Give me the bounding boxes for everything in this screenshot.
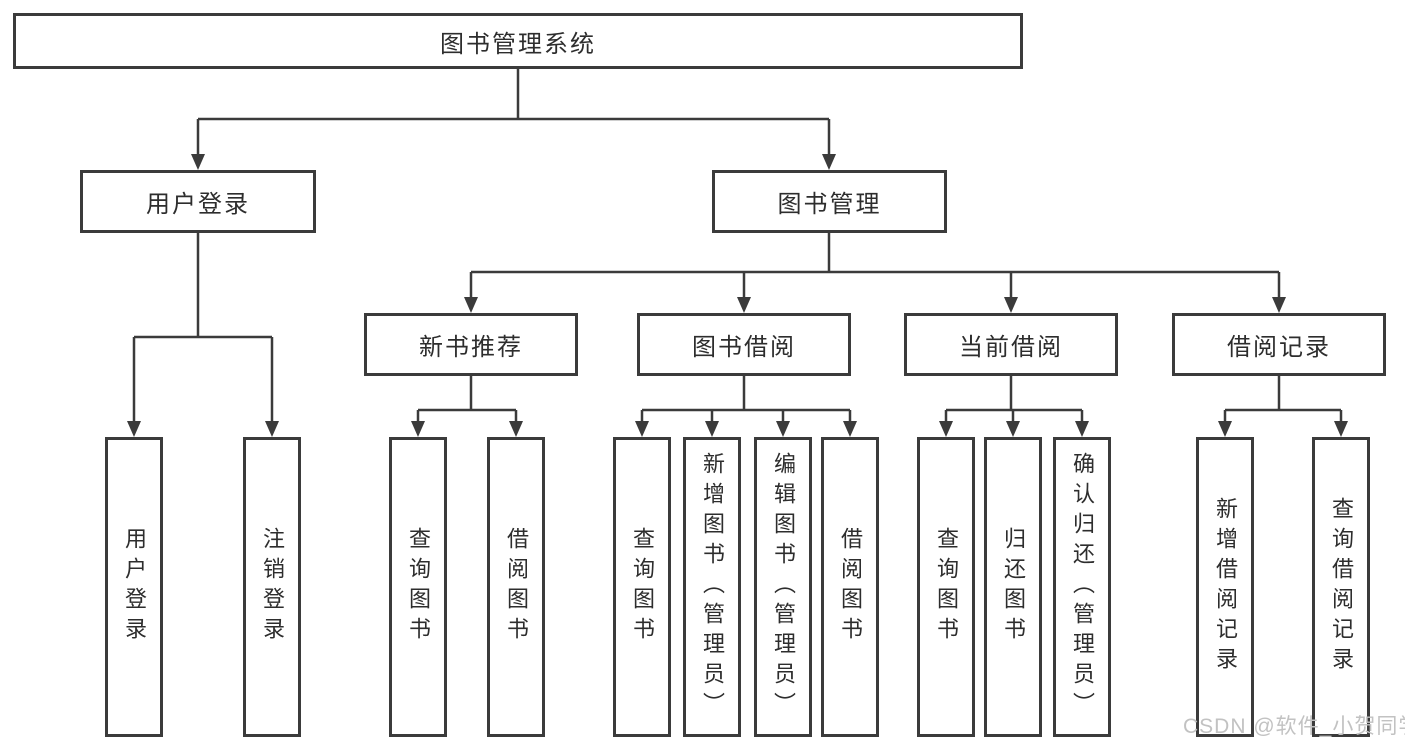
leaf-confirm-return-admin: 确认归还（管理员） xyxy=(1053,437,1111,737)
leaf-add-book-admin: 新增图书（管理员） xyxy=(683,437,741,737)
arrow-down-icon xyxy=(939,421,953,437)
node-root-system: 图书管理系统 xyxy=(13,13,1023,69)
leaf-query-books-borrow: 查询图书 xyxy=(613,437,671,737)
arrow-down-icon xyxy=(635,421,649,437)
arrow-down-icon xyxy=(127,421,141,437)
arrow-down-icon xyxy=(464,297,478,313)
arrow-down-icon xyxy=(411,421,425,437)
arrow-down-icon xyxy=(1006,421,1020,437)
node-label: 图书借阅 xyxy=(692,334,796,361)
arrow-down-icon xyxy=(737,297,751,313)
connector-newbook-to-leaves xyxy=(416,376,518,421)
leaf-label: 查询借阅记录 xyxy=(1329,497,1354,677)
arrow-down-icon xyxy=(191,154,205,170)
arrow-down-icon xyxy=(1075,421,1089,437)
node-label: 新书推荐 xyxy=(419,334,523,361)
leaf-label: 新增图书（管理员） xyxy=(700,452,725,722)
arrow-down-icon xyxy=(843,421,857,437)
node-label: 用户登录 xyxy=(146,191,250,218)
connector-bookborrow-to-leaves xyxy=(640,376,852,421)
node-book-management: 图书管理 xyxy=(712,170,947,233)
connector-bookmgmt-to-groups xyxy=(469,233,1281,297)
arrow-down-icon xyxy=(1004,297,1018,313)
node-label: 借阅记录 xyxy=(1227,334,1331,361)
node-current-borrow: 当前借阅 xyxy=(904,313,1118,376)
leaf-label: 查询图书 xyxy=(406,527,431,647)
node-book-borrow: 图书借阅 xyxy=(637,313,851,376)
connector-root-to-level2 xyxy=(196,69,831,154)
arrow-down-icon xyxy=(509,421,523,437)
arrow-down-icon xyxy=(1272,297,1286,313)
arrowhead-icons xyxy=(127,154,1348,437)
arrow-down-icon xyxy=(705,421,719,437)
node-borrow-records: 借阅记录 xyxy=(1172,313,1386,376)
leaf-query-books-current: 查询图书 xyxy=(917,437,975,737)
node-label: 图书管理 xyxy=(777,191,882,218)
leaf-label: 用户登录 xyxy=(122,527,147,647)
leaf-add-borrow-record: 新增借阅记录 xyxy=(1196,437,1254,737)
leaf-label: 借阅图书 xyxy=(504,527,529,647)
leaf-label: 确认归还（管理员） xyxy=(1070,452,1095,722)
leaf-user-login: 用户登录 xyxy=(105,437,163,737)
arrow-down-icon xyxy=(822,154,836,170)
arrow-down-icon xyxy=(776,421,790,437)
connector-records-to-leaves xyxy=(1223,376,1343,421)
leaf-label: 编辑图书（管理员） xyxy=(771,452,796,722)
leaf-return-book: 归还图书 xyxy=(984,437,1042,737)
leaf-logout: 注销登录 xyxy=(243,437,301,737)
arrow-down-icon xyxy=(265,421,279,437)
arrow-down-icon xyxy=(1218,421,1232,437)
leaf-label: 借阅图书 xyxy=(838,527,863,647)
connector-userlogin-to-leaves xyxy=(132,233,274,421)
leaf-label: 查询图书 xyxy=(934,527,959,647)
arrow-down-icon xyxy=(1334,421,1348,437)
node-user-login: 用户登录 xyxy=(80,170,316,233)
leaf-borrow-books-recommend: 借阅图书 xyxy=(487,437,545,737)
leaf-label: 注销登录 xyxy=(260,527,285,647)
node-label: 当前借阅 xyxy=(959,334,1063,361)
leaf-edit-book-admin: 编辑图书（管理员） xyxy=(754,437,812,737)
leaf-label: 查询图书 xyxy=(630,527,655,647)
node-new-book-recommend: 新书推荐 xyxy=(364,313,578,376)
node-label: 图书管理系统 xyxy=(440,30,596,58)
leaf-query-books-recommend: 查询图书 xyxy=(389,437,447,737)
leaf-borrow-books: 借阅图书 xyxy=(821,437,879,737)
connector-currentborrow-to-leaves xyxy=(944,376,1084,421)
leaf-label: 归还图书 xyxy=(1001,527,1026,647)
leaf-query-borrow-record: 查询借阅记录 xyxy=(1312,437,1370,737)
leaf-label: 新增借阅记录 xyxy=(1213,497,1238,677)
